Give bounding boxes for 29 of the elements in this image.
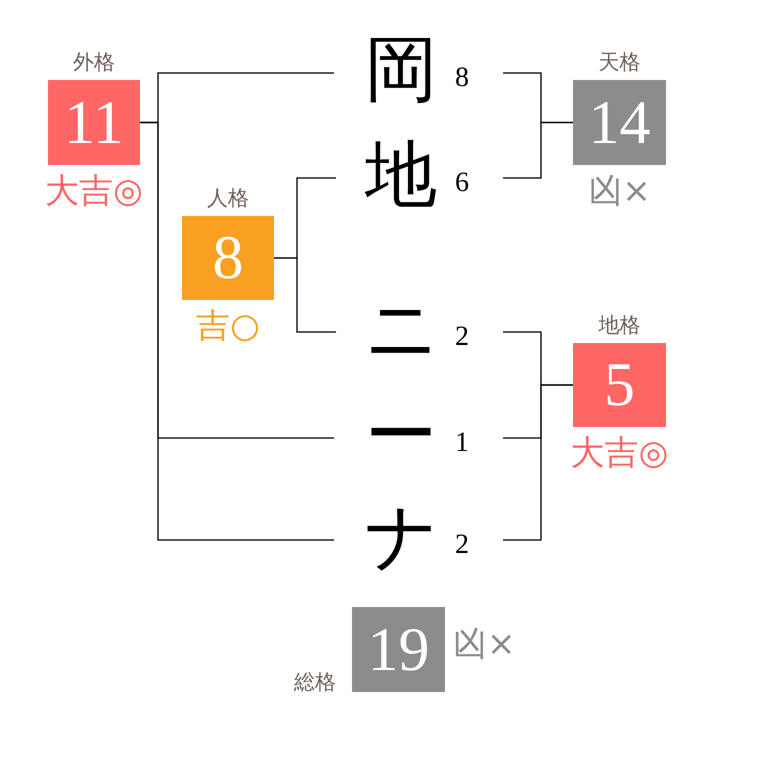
name-character: 地 [365,138,437,210]
stroke-count: 6 [455,169,469,197]
name-character: ニ [365,292,439,364]
score-number: 19 [368,618,430,680]
stroke-count: 1 [455,429,469,457]
score-number: 11 [64,92,124,154]
category-heading: 地格 [598,314,640,337]
fortune-rating: 凶× [588,173,651,210]
stroke-count: 8 [455,64,469,92]
category-heading: 天格 [598,50,640,74]
score-number: 14 [588,92,650,154]
name-character: 岡 [365,33,437,105]
bracket-line [503,122,573,179]
bracket-line [274,257,336,333]
score-number: 5 [604,354,635,416]
bracket-line [503,384,573,541]
name-character: ナ [365,500,439,572]
name-character: ー [365,398,437,470]
fortune-rating: 大吉◎ [570,435,668,472]
stroke-count: 2 [455,531,469,559]
score-number: 8 [212,227,244,289]
category-heading: 外格 [73,50,115,74]
fortune-rating: 大吉◎ [45,173,143,210]
category-heading: 総格 [294,670,336,694]
fortune-rating: 吉○ [196,308,260,346]
bracket-line [140,122,334,541]
fortune-rating: 凶× [453,626,516,664]
category-heading: 人格 [207,186,249,210]
stroke-count: 2 [455,323,469,351]
